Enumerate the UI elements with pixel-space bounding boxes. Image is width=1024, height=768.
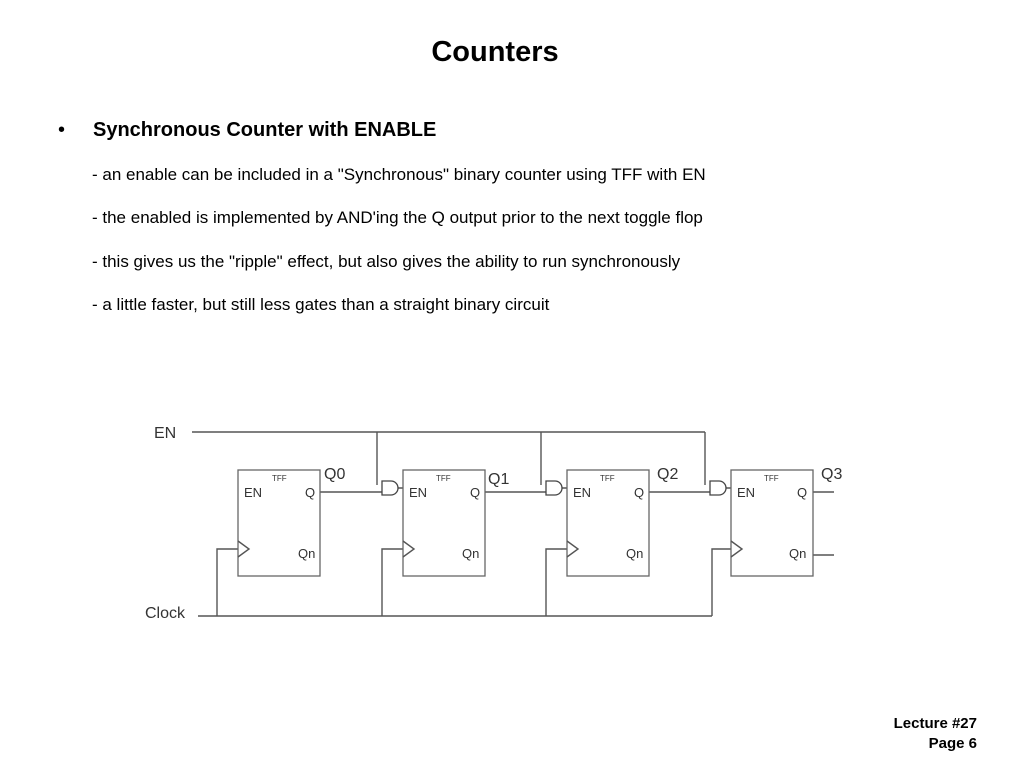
en-pin-label: EN [409, 485, 427, 500]
output-label: Q3 [821, 466, 842, 483]
and-gate [545, 480, 563, 496]
output-label: Q2 [657, 466, 678, 483]
qn-pin-label: Qn [298, 546, 315, 561]
page-number: Page 6 [928, 735, 977, 752]
clock-signal-label: Clock [145, 605, 186, 622]
qn-pin-label: Qn [462, 546, 479, 561]
q-wire [320, 491, 834, 556]
en-wire [192, 431, 706, 485]
tff-label: TFF [600, 474, 615, 483]
tff-label: TFF [764, 474, 779, 483]
and-gate [381, 480, 399, 496]
en-pin-label: EN [244, 485, 262, 500]
clock-triangle-icon [237, 540, 251, 558]
sub-point: - this gives us the "ripple" effect, but… [92, 252, 681, 271]
qn-pin-label: Qn [626, 546, 643, 561]
q-pin-label: Q [634, 485, 644, 500]
lecture-number: Lecture #27 [893, 715, 977, 732]
clock-triangle-icon [566, 540, 580, 558]
slide-footer: Lecture #27 Page 6 [894, 714, 977, 754]
q-pin-label: Q [470, 485, 480, 500]
t-flip-flop-1: TFF EN Q Qn Q1 [402, 469, 509, 577]
en-signal-label: EN [154, 425, 176, 442]
output-label: Q1 [488, 471, 509, 488]
bullet-heading: Synchronous Counter with ENABLE [93, 119, 437, 141]
output-label: Q0 [324, 466, 345, 483]
sub-point: - a little faster, but still less gates … [92, 295, 550, 314]
tff-label: TFF [272, 474, 287, 483]
bullet-icon: • [58, 119, 66, 141]
en-pin-label: EN [573, 485, 591, 500]
t-flip-flop-3: TFF EN Q Qn Q3 [730, 466, 842, 577]
tff-label: TFF [436, 474, 451, 483]
t-flip-flop-0: TFF EN Q Qn Q0 [237, 466, 345, 577]
clock-triangle-icon [730, 540, 744, 558]
clock-triangle-icon [402, 540, 416, 558]
en-pin-label: EN [737, 485, 755, 500]
q-pin-label: Q [797, 485, 807, 500]
qn-pin-label: Qn [789, 546, 806, 561]
and-gate [709, 480, 727, 496]
sub-point: - the enabled is implemented by AND'ing … [92, 208, 703, 227]
slide-title: Counters [431, 36, 559, 68]
sub-point: - an enable can be included in a "Synchr… [92, 165, 706, 184]
clock-wire [198, 548, 731, 617]
t-flip-flop-2: TFF EN Q Qn Q2 [566, 466, 678, 577]
q-pin-label: Q [305, 485, 315, 500]
